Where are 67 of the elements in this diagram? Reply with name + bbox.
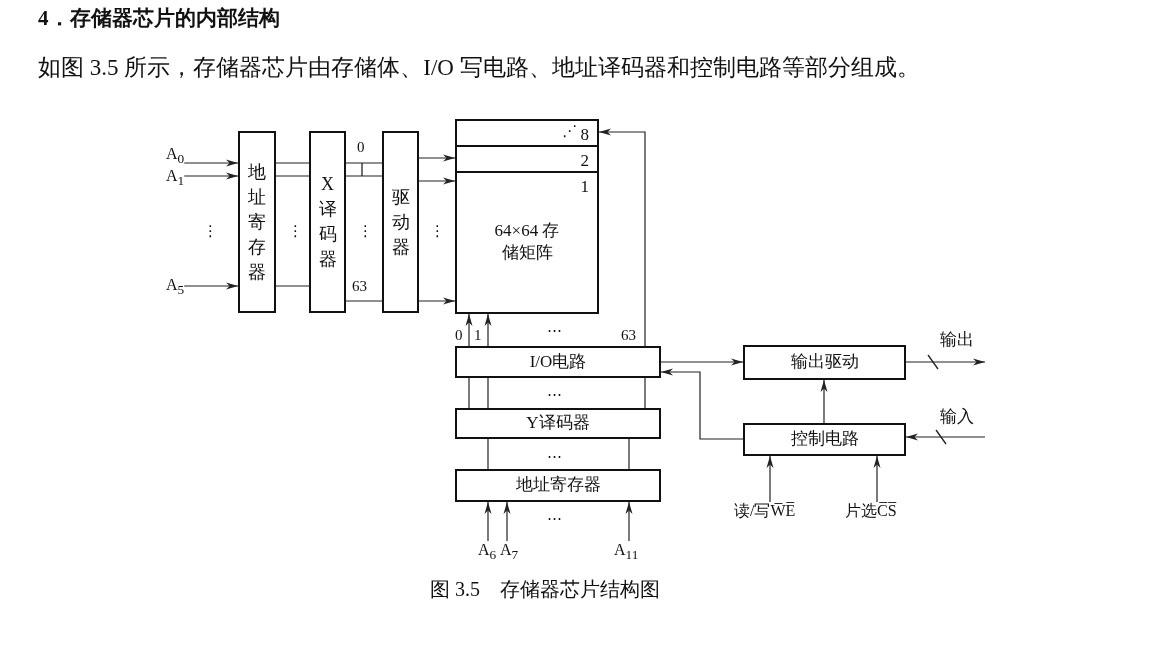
connector-line <box>345 175 383 177</box>
ellipsis-mark: ⋮ <box>358 224 373 239</box>
arrow <box>766 455 774 503</box>
arrow <box>905 358 986 366</box>
signal-name: A$_{0}$ <box>166 145 185 167</box>
arrow <box>183 172 239 180</box>
decoder-block: X译码器 <box>309 131 346 313</box>
arrow <box>418 177 456 185</box>
connector-line <box>487 438 489 470</box>
signal-name: 读/写W̅E̅ <box>734 502 796 521</box>
connector-line <box>487 377 489 409</box>
memory-plane <box>455 171 599 314</box>
ellipsis-mark: … <box>547 446 562 461</box>
signal-name: A$_{7}$ <box>500 541 519 563</box>
arrow <box>905 433 986 441</box>
arrow <box>660 368 744 440</box>
signal-name: A$_{6}$ <box>478 541 497 563</box>
plane-number: 8 <box>580 126 589 143</box>
edge-label: 输出 <box>940 331 974 350</box>
arrow <box>484 313 492 347</box>
connector-line <box>345 300 383 302</box>
address-register-block: 地址寄存器 <box>455 469 661 502</box>
ellipsis-mark: ⋰ <box>562 124 577 139</box>
arrow <box>873 455 881 503</box>
arrow <box>503 501 511 542</box>
arrow <box>598 128 646 347</box>
body-paragraph: 如图 3.5 所示，存储器芯片由存储体、I/O 写电路、地址译码器和控制电路等部分组成。 <box>38 54 920 82</box>
connector-line <box>345 162 383 164</box>
io-circuit-block: I/O电路 <box>455 346 661 378</box>
ellipsis-mark: ⋮ <box>430 224 445 239</box>
signal-name: A$_{11}$ <box>614 541 639 563</box>
connector-line <box>644 377 646 409</box>
arrow <box>660 358 744 366</box>
signal-name: 片选C̅S̅ <box>845 502 897 521</box>
memory-plane <box>455 119 599 145</box>
ellipsis-mark: … <box>547 508 562 523</box>
arrow <box>625 501 633 542</box>
output-driver-block: 输出驱动 <box>743 345 906 380</box>
ellipsis-mark: ⋮ <box>203 224 218 239</box>
arrow <box>183 282 239 290</box>
section-heading: 4．存储器芯片的内部结构 <box>38 6 280 32</box>
array-label: 64×64 存储矩阵 <box>493 219 561 265</box>
arrow <box>484 501 492 542</box>
plane-number: 1 <box>580 178 589 195</box>
arrow <box>465 313 473 347</box>
ellipsis-mark: … <box>547 320 562 335</box>
edge-label: 输入 <box>940 408 974 427</box>
plane-number: 2 <box>580 152 589 169</box>
address-register-block: 地址寄存器 <box>238 131 276 313</box>
connector-line <box>275 175 310 177</box>
arrow <box>183 159 239 167</box>
connector-line <box>275 162 310 164</box>
arrow <box>820 379 828 424</box>
signal-name: A$_{1}$ <box>166 167 185 189</box>
connector-line <box>628 438 630 470</box>
arrow <box>418 297 456 305</box>
ellipsis-mark: … <box>547 384 562 399</box>
connector-line <box>275 285 310 287</box>
decoder-block: Y译码器 <box>455 408 661 439</box>
figure-caption: 图 3.5 存储器芯片结构图 <box>430 577 660 601</box>
ellipsis-mark: ⋮ <box>288 224 303 239</box>
arrow <box>418 154 456 162</box>
control-circuit-block: 控制电路 <box>743 423 906 456</box>
signal-name: A$_{5}$ <box>166 276 185 298</box>
driver-block: 驱动器 <box>382 131 419 313</box>
connector-line <box>468 377 470 409</box>
memory-plane <box>455 145 599 171</box>
